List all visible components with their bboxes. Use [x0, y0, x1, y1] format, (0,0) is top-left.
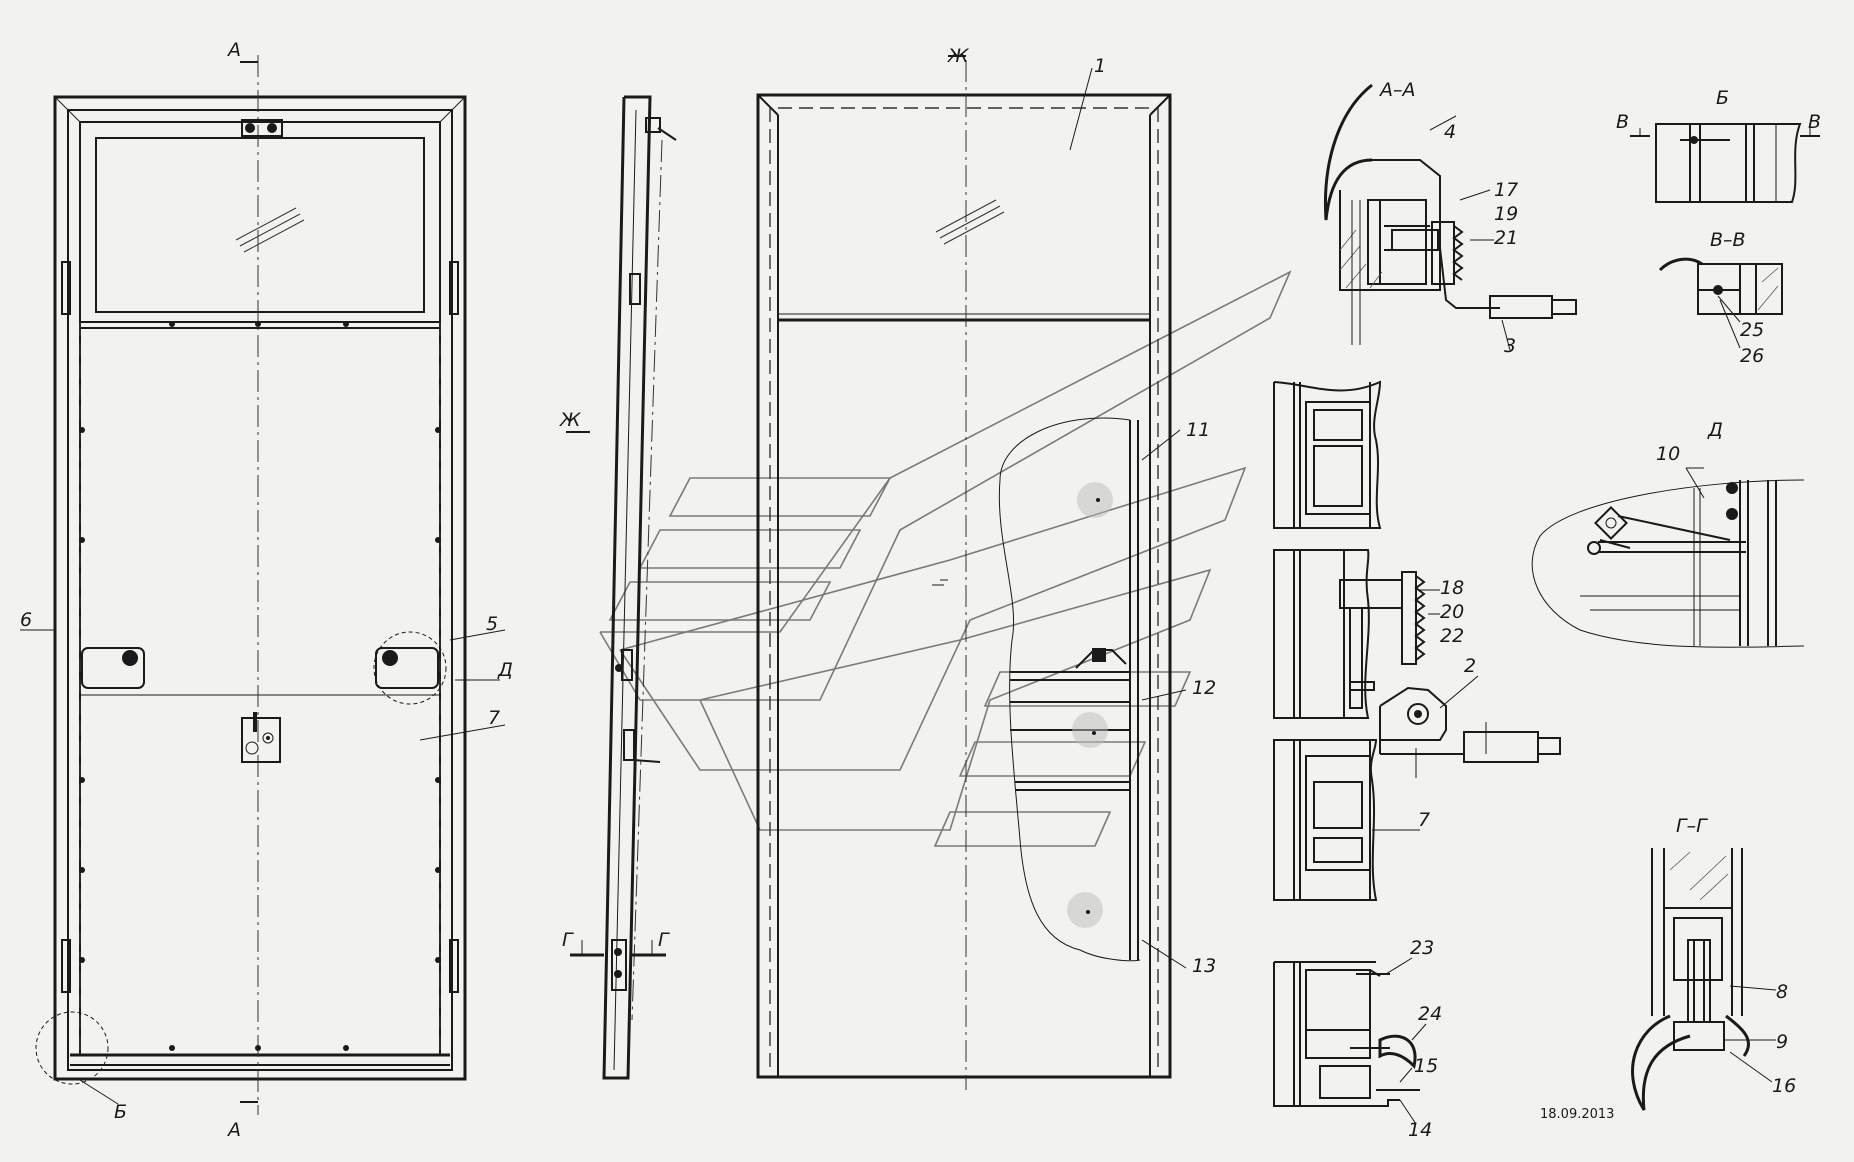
callout-detail-d-ref: Д: [497, 659, 513, 681]
callout-13: 13: [1192, 955, 1216, 977]
callout-24: 24: [1418, 1003, 1442, 1025]
detail-b: [1630, 123, 1820, 203]
callout-7a: 7: [488, 707, 500, 729]
section-marker-a-top: А: [226, 39, 241, 61]
callout-22: 22: [1440, 625, 1464, 647]
callout-16: 16: [1772, 1075, 1796, 1097]
view-title-section-g: Г–Г: [1676, 815, 1708, 837]
callout-9: 9: [1776, 1031, 1788, 1053]
section-v-v: [1658, 257, 1783, 349]
section-g-g: [1631, 848, 1777, 1111]
callout-8: 8: [1776, 981, 1788, 1003]
section-marker-zh-top: Ж: [947, 45, 970, 67]
callout-3: 3: [1504, 335, 1516, 357]
view-title-detail-b: Б: [1716, 87, 1729, 109]
profile-sections: [1273, 380, 1561, 1125]
rear-view: [756, 55, 1187, 1090]
callout-20: 20: [1440, 601, 1464, 623]
date-stamp: 18.09.2013: [1540, 1107, 1614, 1122]
section-marker-g-left: Г: [562, 929, 574, 951]
callout-23: 23: [1410, 937, 1434, 959]
callout-18: 18: [1440, 577, 1464, 599]
side-view: [566, 95, 677, 1080]
callout-4: 4: [1444, 121, 1456, 143]
watermark-logo: [599, 270, 1292, 847]
callout-21: 21: [1494, 227, 1518, 249]
callout-25: 25: [1740, 319, 1764, 341]
callout-19: 19: [1494, 203, 1518, 225]
detail-d: [1531, 467, 1805, 648]
callout-10: 10: [1656, 443, 1680, 465]
callout-5: 5: [486, 613, 498, 635]
callout-12: 12: [1192, 677, 1216, 699]
callout-14: 14: [1408, 1119, 1432, 1141]
section-a-a: [1323, 83, 1577, 351]
callout-7b: 7: [1418, 809, 1430, 831]
view-title-detail-d: Д: [1707, 419, 1723, 441]
view-title-section-v: В–В: [1710, 229, 1746, 251]
front-view: [20, 55, 506, 1115]
section-marker-g-right: Г: [658, 929, 670, 951]
callout-15: 15: [1414, 1055, 1438, 1077]
callout-11: 11: [1186, 419, 1210, 441]
callout-1: 1: [1094, 55, 1106, 77]
section-marker-a-bottom: А: [226, 1119, 241, 1141]
labels: А А Ж Ж Г Г В В А–А Б В–В Д Г–Г 1 2 3 4 …: [20, 39, 1821, 1141]
section-marker-zh-side: Ж: [559, 409, 582, 431]
callout-2: 2: [1464, 655, 1476, 677]
callout-17: 17: [1494, 179, 1518, 201]
callout-26: 26: [1740, 345, 1764, 367]
section-marker-v-right: В: [1808, 111, 1821, 133]
callout-detail-b-ref: Б: [114, 1101, 127, 1123]
section-marker-v-left: В: [1616, 111, 1629, 133]
view-title-section-a: А–А: [1378, 79, 1416, 101]
callout-6: 6: [20, 609, 32, 631]
